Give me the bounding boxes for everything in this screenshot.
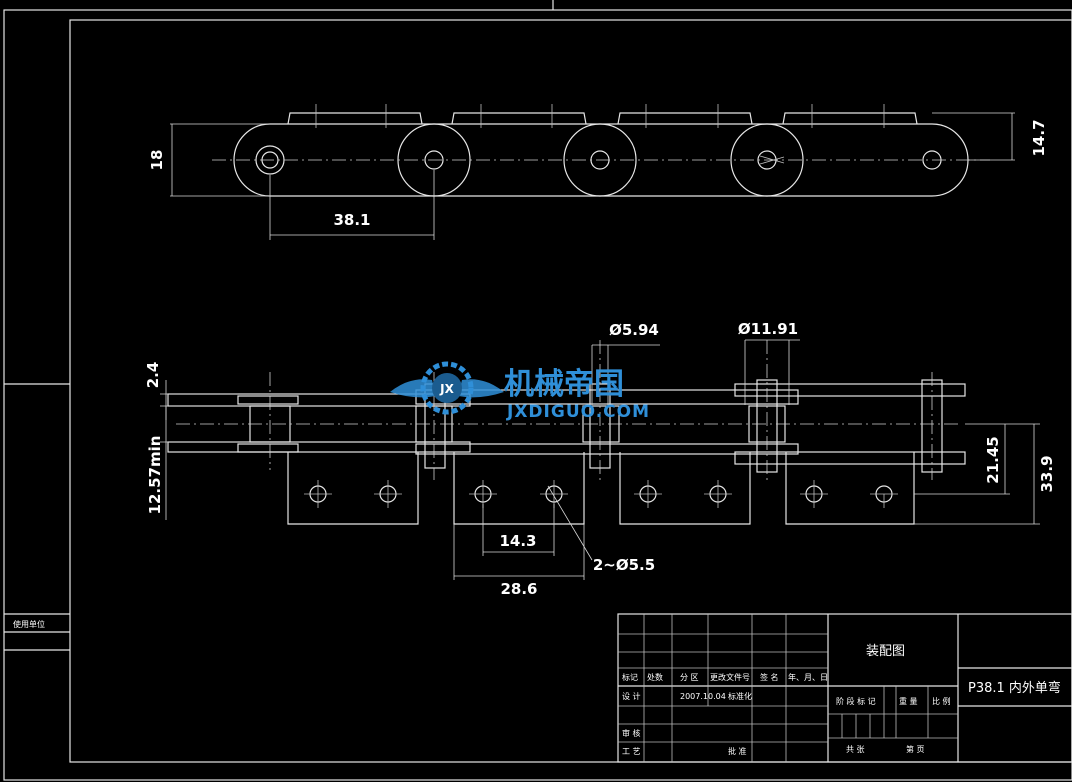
- front-view: [160, 339, 1040, 580]
- watermark-url: JXDIGUO.COM: [506, 402, 650, 422]
- watermark-name: 机械帝国: [504, 367, 624, 402]
- dim-overall-height: 33.9: [1038, 455, 1056, 492]
- dim-top-pitch: 38.1: [333, 211, 370, 229]
- tb-scale: 比 例: [932, 696, 951, 706]
- dim-plate-thickness: 2.4: [144, 362, 162, 389]
- user-unit-label: 使用单位: [13, 619, 45, 629]
- tb-sheets-total: 共 张: [846, 745, 865, 754]
- watermark: [390, 361, 504, 415]
- tb-design-date: 2007.10.04: [680, 692, 726, 701]
- dim-hole-dia: Ø5.94: [609, 321, 659, 339]
- drawing-name: 装配图: [866, 644, 905, 659]
- part-title: P38.1 内外单弯: [968, 680, 1061, 696]
- watermark-logo-letters: JX: [439, 382, 454, 396]
- tb-change-doc: 更改文件号: [710, 672, 750, 682]
- dim-hole-spacing: 14.3: [499, 532, 536, 550]
- tb-weight: 重 量: [899, 696, 918, 706]
- dim-attachment-width: 28.6: [500, 580, 537, 598]
- tb-date: 年、月、日: [788, 672, 828, 682]
- tb-process: 工 艺: [622, 747, 641, 756]
- tb-signature: 签 名: [760, 672, 779, 682]
- tb-stage-mark: 阶 段 标 记: [836, 696, 876, 706]
- tb-sheet-no: 第 页: [906, 744, 925, 754]
- dim-hole-callout: 2~Ø5.5: [593, 556, 655, 574]
- dim-pin-dia: Ø11.91: [738, 320, 798, 338]
- dim-hole-height: 21.45: [984, 436, 1002, 483]
- tb-design: 设 计: [622, 691, 641, 701]
- dim-top-height: 18: [148, 150, 166, 171]
- tb-standardize: 标准化: [728, 691, 752, 701]
- drawing-frame: [3, 0, 1072, 781]
- tb-zone: 分 区: [680, 673, 699, 682]
- dim-top-right: 14.7: [1030, 119, 1048, 156]
- tb-review: 审 核: [622, 728, 641, 738]
- tb-mark: 标记: [622, 672, 638, 682]
- tb-count: 处数: [647, 672, 663, 682]
- title-block: [617, 613, 1072, 763]
- tb-approve: 批 准: [728, 746, 747, 756]
- dim-inner-width: 12.57min: [146, 436, 164, 515]
- top-view: [170, 104, 1015, 240]
